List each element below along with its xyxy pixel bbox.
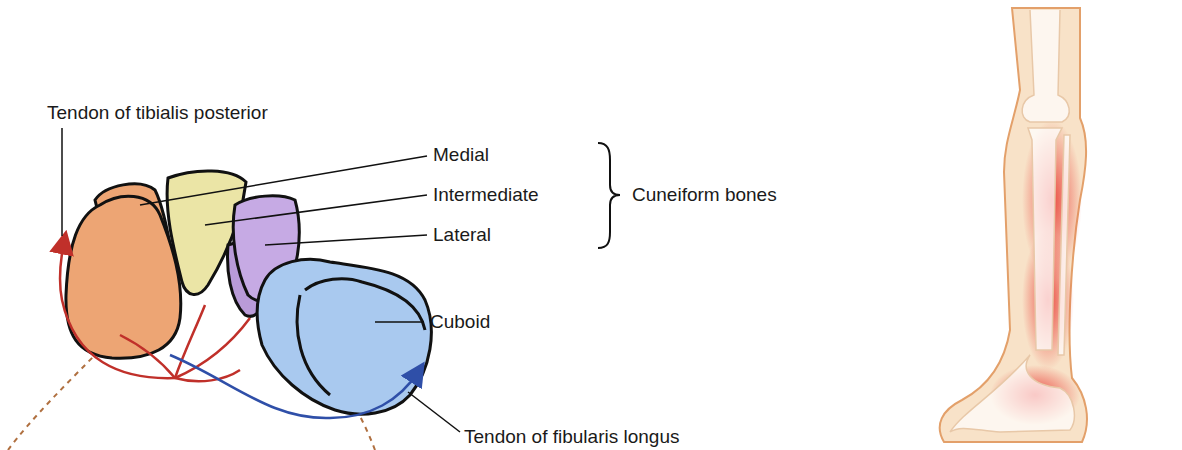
bone-label: Intermediate <box>433 185 539 206</box>
bone-label: Cuboid <box>430 312 490 333</box>
group-label: Cuneiform bones <box>632 185 777 206</box>
tendon-label: Tendon of tibialis posterior <box>47 103 268 124</box>
bone-label: Lateral <box>433 225 491 246</box>
tendon-label: Tendon of fibularis longus <box>464 427 679 448</box>
bone-label: Medial <box>433 145 489 166</box>
